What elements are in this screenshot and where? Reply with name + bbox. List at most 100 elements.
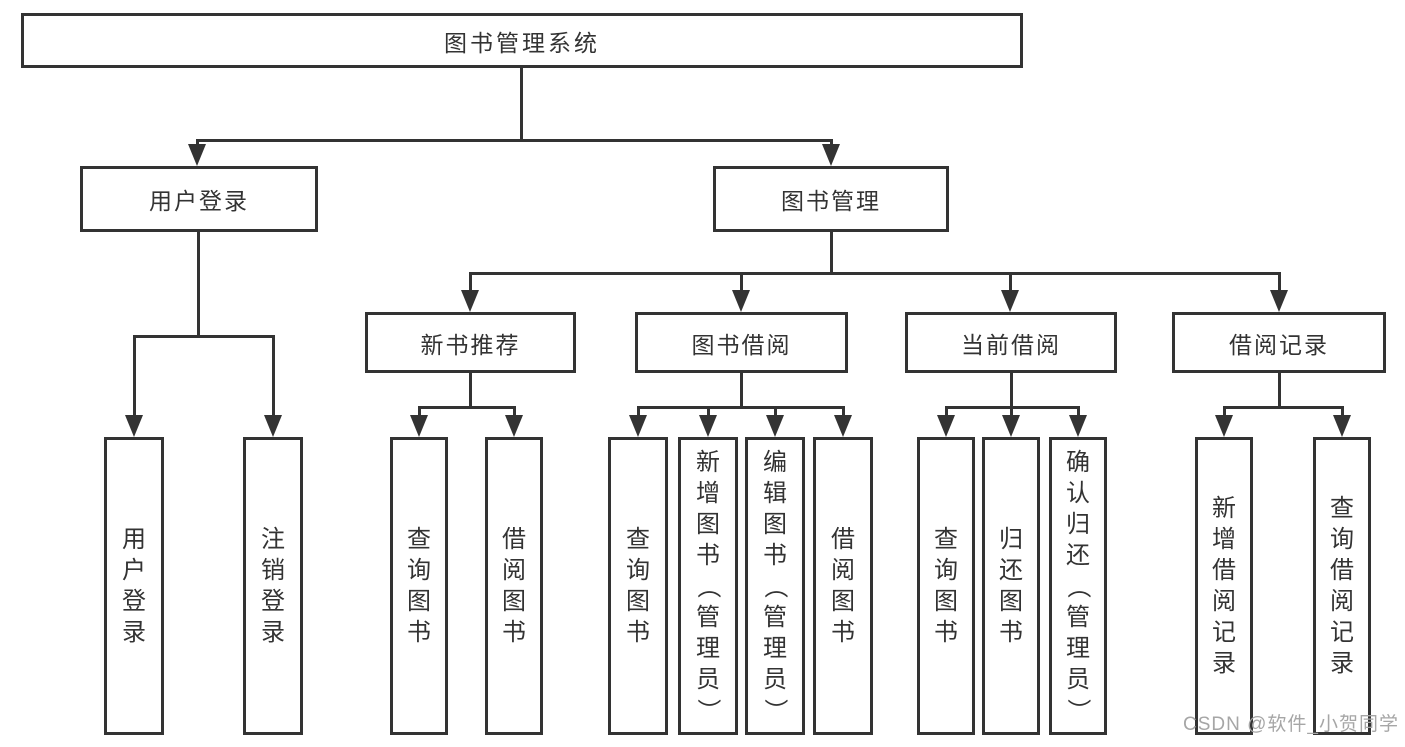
vertical-char: 登 (122, 588, 146, 615)
arrow-down-icon (1333, 415, 1351, 437)
edge-user-login-rail (133, 335, 275, 338)
arrow-down-icon (834, 415, 852, 437)
edge-to-newbook-query-shaft (418, 406, 421, 417)
arrow-down-icon (629, 415, 647, 437)
leaf-records-add-borrow-record: 新增借阅记录 (1195, 437, 1253, 735)
vertical-char: 编 (763, 448, 787, 476)
edge-book-management-stub (830, 232, 833, 272)
vertical-char: 增 (696, 479, 720, 507)
vertical-char: 归 (999, 526, 1023, 553)
vertical-char: 借 (502, 526, 526, 553)
vertical-char: 理 (696, 634, 720, 662)
vertical-char: 书 (502, 619, 526, 646)
arrow-down-icon (822, 144, 840, 166)
edge-to-borrow-borrow-shaft (842, 406, 845, 417)
arrow-down-icon (1002, 415, 1020, 437)
vertical-char: 借 (1212, 557, 1236, 584)
vertical-char: 图 (696, 510, 720, 538)
vertical-char: 理 (763, 634, 787, 662)
leaf-borrow-edit-books-admin: 编辑图书（管理员） (745, 437, 805, 735)
vertical-char: 员 (1066, 665, 1090, 693)
vertical-char: 员 (763, 665, 787, 693)
edge-to-borrow-query-shaft (637, 406, 640, 417)
edge-to-current-confirm-shaft (1077, 406, 1080, 417)
vertical-char: 阅 (831, 557, 855, 584)
edge-root-to-book-management-shaft (830, 139, 833, 148)
edge-to-leaf-logout-shaft (272, 335, 275, 417)
vertical-char: 图 (626, 588, 650, 615)
vertical-char: 书 (626, 619, 650, 646)
vertical-char: 图 (502, 588, 526, 615)
edge-records-stub (1278, 373, 1281, 406)
leaf-borrow-add-books-admin: 新增图书（管理员） (678, 437, 738, 735)
vertical-char: 增 (1212, 526, 1236, 553)
vertical-char: 借 (831, 526, 855, 553)
vertical-char: 图 (763, 510, 787, 538)
vertical-char: ） (694, 698, 722, 722)
vertical-char: （ (761, 574, 789, 598)
vertical-char: 阅 (1212, 588, 1236, 615)
edge-to-current-query-shaft (945, 406, 948, 417)
arrow-down-icon (699, 415, 717, 437)
vertical-char: 借 (1330, 557, 1354, 584)
edge-user-login-stub (197, 232, 200, 335)
edge-to-current-return-shaft (1010, 406, 1013, 417)
node-user-login: 用户登录 (80, 166, 318, 232)
vertical-char: 销 (261, 557, 285, 584)
vertical-char: 查 (407, 526, 431, 553)
edge-to-records-shaft (1278, 272, 1281, 292)
vertical-char: 询 (407, 557, 431, 584)
vertical-char: 查 (626, 526, 650, 553)
edge-to-leaf-user-login-shaft (133, 335, 136, 417)
arrow-down-icon (125, 415, 143, 437)
leaf-current-query-books: 查询图书 (917, 437, 975, 735)
vertical-char: 书 (831, 619, 855, 646)
vertical-char: 书 (999, 619, 1023, 646)
vertical-char: 录 (1330, 650, 1354, 677)
arrow-down-icon (410, 415, 428, 437)
vertical-char: 查 (934, 526, 958, 553)
leaf-records-query-borrow-record: 查询借阅记录 (1313, 437, 1371, 735)
edge-newbook-stub (469, 373, 472, 406)
vertical-char: （ (1064, 574, 1092, 598)
leaf-newbook-query-books: 查询图书 (390, 437, 448, 735)
vertical-char: 图 (831, 588, 855, 615)
vertical-char: 还 (1066, 541, 1090, 569)
vertical-char: 户 (122, 557, 146, 584)
vertical-char: 书 (696, 541, 720, 569)
node-book-management: 图书管理 (713, 166, 949, 232)
arrow-down-icon (188, 144, 206, 166)
edge-to-borrow-edit-shaft (774, 406, 777, 417)
edge-to-newbook-borrow-shaft (513, 406, 516, 417)
leaf-user-login: 用户登录 (104, 437, 164, 735)
vertical-char: 图 (407, 588, 431, 615)
vertical-char: 归 (1066, 510, 1090, 538)
vertical-char: 理 (1066, 634, 1090, 662)
arrow-down-icon (264, 415, 282, 437)
arrow-down-icon (1215, 415, 1233, 437)
vertical-char: 新 (1212, 495, 1236, 522)
edge-borrowing-rail (637, 406, 845, 409)
node-current-borrowing: 当前借阅 (905, 312, 1117, 373)
edge-to-records-query-shaft (1341, 406, 1344, 417)
edge-to-records-add-shaft (1223, 406, 1226, 417)
vertical-char: 书 (934, 619, 958, 646)
vertical-char: 管 (1066, 603, 1090, 631)
vertical-char: 阅 (1330, 588, 1354, 615)
vertical-char: （ (694, 574, 722, 598)
arrow-down-icon (1270, 290, 1288, 312)
leaf-newbook-borrow-books: 借阅图书 (485, 437, 543, 735)
vertical-char: 图 (934, 588, 958, 615)
vertical-char: 记 (1212, 619, 1236, 646)
vertical-char: 管 (763, 603, 787, 631)
edge-current-stub (1010, 373, 1013, 406)
leaf-current-return-books: 归还图书 (982, 437, 1040, 735)
edge-to-borrowing-shaft (740, 272, 743, 292)
leaf-logout: 注销登录 (243, 437, 303, 735)
node-library-management-system: 图书管理系统 (21, 13, 1023, 68)
vertical-char: 认 (1066, 479, 1090, 507)
vertical-char: 查 (1330, 495, 1354, 522)
node-book-borrowing: 图书借阅 (635, 312, 848, 373)
edge-root-to-user-login-shaft (196, 139, 199, 148)
edge-to-newbook-shaft (469, 272, 472, 292)
